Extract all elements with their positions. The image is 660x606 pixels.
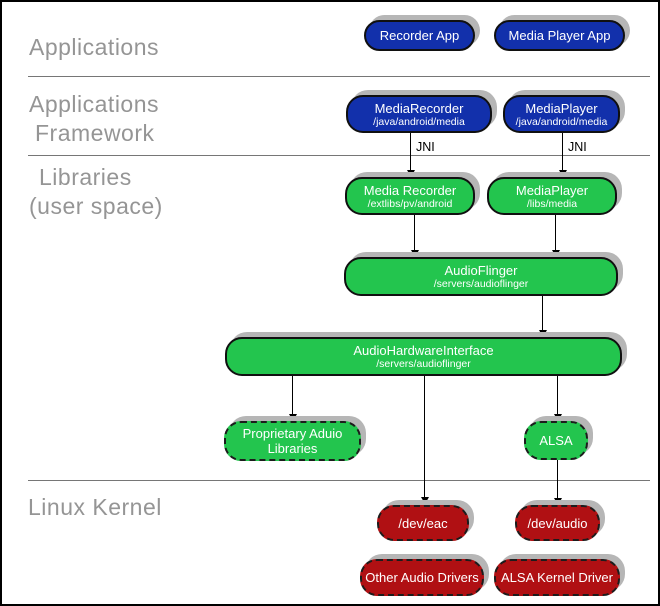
node-title: AudioFlinger <box>444 263 518 278</box>
layer-label-text: Applications <box>29 91 160 117</box>
node-title: MediaPlayer <box>515 182 589 198</box>
node-mediaplayer-library: MediaPlayer /libs/media <box>487 177 617 215</box>
node-subtitle: /java/android/media <box>373 115 465 128</box>
node-title: Media Player App <box>508 28 611 43</box>
arrow-to-alsa <box>557 376 558 415</box>
divider-applications-framework <box>28 76 650 77</box>
divider-libraries-kernel <box>28 480 650 481</box>
node-alsa-kernel-driver: ALSA Kernel Driver <box>494 559 620 596</box>
node-title: ALSA Kernel Driver <box>501 570 613 585</box>
layer-label-linux-kernel: Linux Kernel <box>28 493 162 522</box>
node-audio-hardware-interface: AudioHardwareInterface /servers/audiofli… <box>225 337 622 376</box>
node-title: ALSA <box>539 433 573 448</box>
layer-label-text: Applications <box>29 34 160 60</box>
divider-framework-libraries <box>28 155 650 156</box>
node-dev-audio: /dev/audio <box>515 505 600 541</box>
node-alsa: ALSA <box>524 421 588 460</box>
arrow-to-dev-eac <box>424 376 425 498</box>
node-subtitle: /servers/audioflinger <box>433 278 529 290</box>
node-title: /dev/audio <box>527 515 588 531</box>
arrow-mediarecorder-to-audioflinger <box>414 215 415 251</box>
jni-label-right: JNI <box>568 140 587 154</box>
layer-label-text: (user space) <box>29 193 163 219</box>
layer-label-libraries: Libraries (user space) <box>29 163 163 221</box>
jni-label-left: JNI <box>416 140 435 154</box>
node-title: Proprietary Aduio <box>242 426 343 441</box>
arrow-mediarecorder-jni <box>410 133 411 171</box>
node-dev-eac: /dev/eac <box>377 505 469 541</box>
arrow-mediaplayer-jni <box>562 133 563 171</box>
node-title: AudioHardwareInterface <box>353 343 494 358</box>
layer-label-applications: Applications <box>29 33 159 62</box>
layer-label-applications-framework: Applications Framework <box>29 90 159 148</box>
arrow-alsa-to-dev-audio <box>557 460 558 499</box>
node-title: Media Recorder <box>363 182 457 198</box>
node-audioflinger: AudioFlinger /servers/audioflinger <box>344 257 618 296</box>
arrow-to-proprietary-libraries <box>292 376 293 415</box>
node-subtitle: /libs/media <box>526 197 578 210</box>
layer-label-text: Libraries <box>39 164 132 190</box>
node-other-audio-drivers: Other Audio Drivers <box>360 559 484 596</box>
node-subtitle: /servers/audioflinger <box>376 358 471 370</box>
node-subtitle: /java/android/media <box>515 115 608 128</box>
node-title: Recorder App <box>379 28 460 43</box>
node-media-player-app: Media Player App <box>494 20 625 51</box>
node-title: MediaPlayer <box>525 100 598 116</box>
node-mediaplayer-framework: MediaPlayer /java/android/media <box>503 95 620 133</box>
node-title: Libraries <box>267 441 318 456</box>
node-title: MediaRecorder <box>374 100 464 116</box>
node-subtitle: /extlibs/pv/android <box>367 197 453 210</box>
node-title: /dev/eac <box>398 515 448 531</box>
node-mediarecorder-framework: MediaRecorder /java/android/media <box>346 95 492 133</box>
layer-label-text: Framework <box>35 120 155 146</box>
node-title: Other Audio Drivers <box>365 570 479 585</box>
arrow-audioflinger-to-hardwareinterface <box>542 296 543 331</box>
layer-label-text: Linux Kernel <box>28 494 162 520</box>
arrow-mediaplayer-to-audioflinger <box>555 215 556 251</box>
node-media-recorder-library: Media Recorder /extlibs/pv/android <box>345 177 475 215</box>
node-proprietary-audio-libraries: Proprietary Aduio Libraries <box>224 421 361 461</box>
node-recorder-app: Recorder App <box>364 20 475 51</box>
